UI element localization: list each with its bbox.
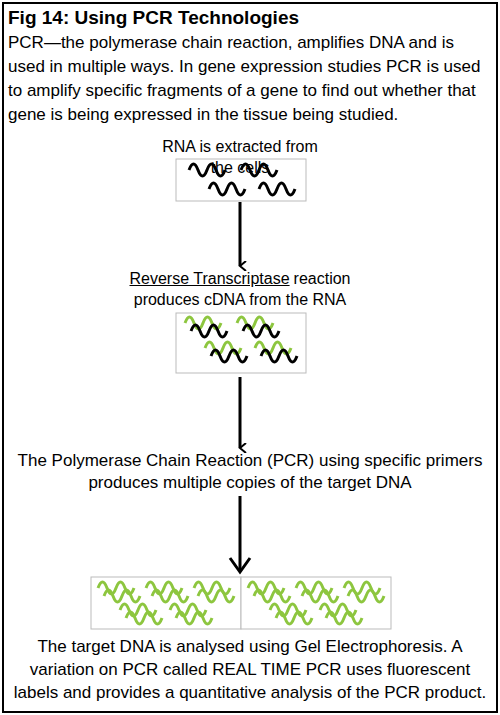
step-text: The Polymerase Chain Reaction (PCR) usin… bbox=[8, 450, 492, 494]
intro-paragraph: PCR—the polymerase chain reaction, ampli… bbox=[8, 31, 494, 127]
cdna-illustration bbox=[175, 312, 307, 374]
step-text: Reverse Transcriptasereaction produces c… bbox=[125, 268, 355, 310]
step-text: RNA is extracted from the cells bbox=[150, 136, 330, 178]
process-step: The Polymerase Chain Reaction (PCR) usin… bbox=[8, 448, 492, 628]
figure-title: Fig 14: Using PCR Technologies bbox=[8, 6, 492, 30]
process-step: Reverse Transcriptasereaction produces c… bbox=[125, 266, 355, 377]
summary-paragraph: The target DNA is analysed using Gel Ele… bbox=[10, 635, 490, 704]
step-description: The Polymerase Chain Reaction (PCR) usin… bbox=[18, 451, 483, 492]
dna-copies-illustration bbox=[90, 576, 392, 630]
flow-arrow bbox=[239, 377, 242, 448]
step-arrow bbox=[228, 496, 252, 576]
step-heading: Reverse Transcriptase bbox=[130, 270, 290, 287]
step-description: RNA is extracted from the cells bbox=[162, 138, 318, 176]
flow-arrow bbox=[239, 202, 242, 266]
process-step: RNA is extracted from the cells bbox=[150, 136, 330, 202]
